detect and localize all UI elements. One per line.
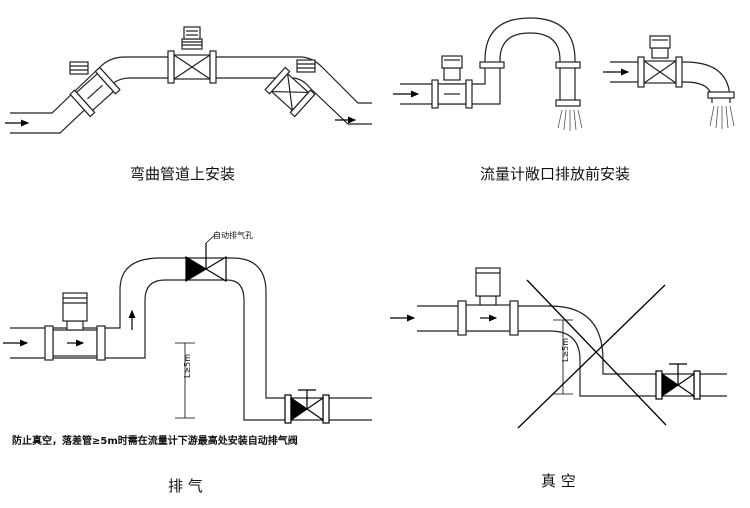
flowmeter-right	[264, 66, 316, 118]
auto-vent-valve	[185, 234, 227, 283]
elbow-pipe-bottom	[610, 81, 713, 103]
exhaust-pipe-top	[10, 257, 372, 399]
panel-vacuum	[390, 267, 727, 429]
u-pipe-inlet-top	[400, 17, 576, 100]
flowmeter-exhaust	[44, 292, 106, 361]
outlet-spray-1	[557, 109, 583, 131]
flowmeter-left-head	[69, 61, 89, 75]
caption-exhaust: 排 气	[168, 477, 203, 495]
caption-bend-pipe: 弯曲管道上安装	[130, 165, 236, 183]
flowmeter-right-head	[296, 59, 316, 73]
elbow-pipe-top	[610, 61, 731, 103]
flowmeter-outlet-b	[637, 35, 683, 88]
height-marker-exhaust	[175, 342, 195, 419]
u-pipe-inlet-bottom	[400, 32, 561, 105]
u-flange-left	[479, 61, 505, 69]
flowmeter-outlet-a	[431, 55, 473, 109]
u-outlet-flange	[555, 99, 581, 107]
panel-bend-pipe	[5, 26, 372, 134]
vacuum-prevention-note: 防止真空，落差管≥5m时需在流量计下游最高处安装自动排气阀	[12, 436, 298, 447]
elbow-flange	[707, 91, 735, 99]
caption-vacuum: 真 空	[541, 472, 576, 490]
height-marker-vacuum	[553, 319, 573, 395]
height-label-exhaust: L≥5m	[183, 354, 192, 378]
u-flange-right	[555, 61, 581, 69]
flowmeter-vacuum	[457, 267, 519, 336]
exhaust-pipe-bottom	[10, 279, 372, 421]
height-label-vacuum: L≥5m	[561, 338, 570, 362]
caption-before-outlet: 流量计敞口排放前安装	[480, 165, 631, 183]
panel-before-outlet	[393, 17, 735, 131]
flowmeter-top	[167, 26, 217, 84]
auto-vent-label: 自动排气孔	[213, 230, 253, 240]
bend-pipe-outline-bottom	[10, 77, 372, 134]
outlet-valve	[284, 389, 330, 424]
not-allowed-cross	[517, 279, 667, 429]
outlet-spray-2	[709, 105, 735, 129]
vacuum-valve	[655, 363, 701, 400]
vacuum-pipe-bottom	[417, 330, 727, 397]
flowmeter-left	[69, 66, 121, 118]
panel-exhaust	[3, 234, 372, 424]
